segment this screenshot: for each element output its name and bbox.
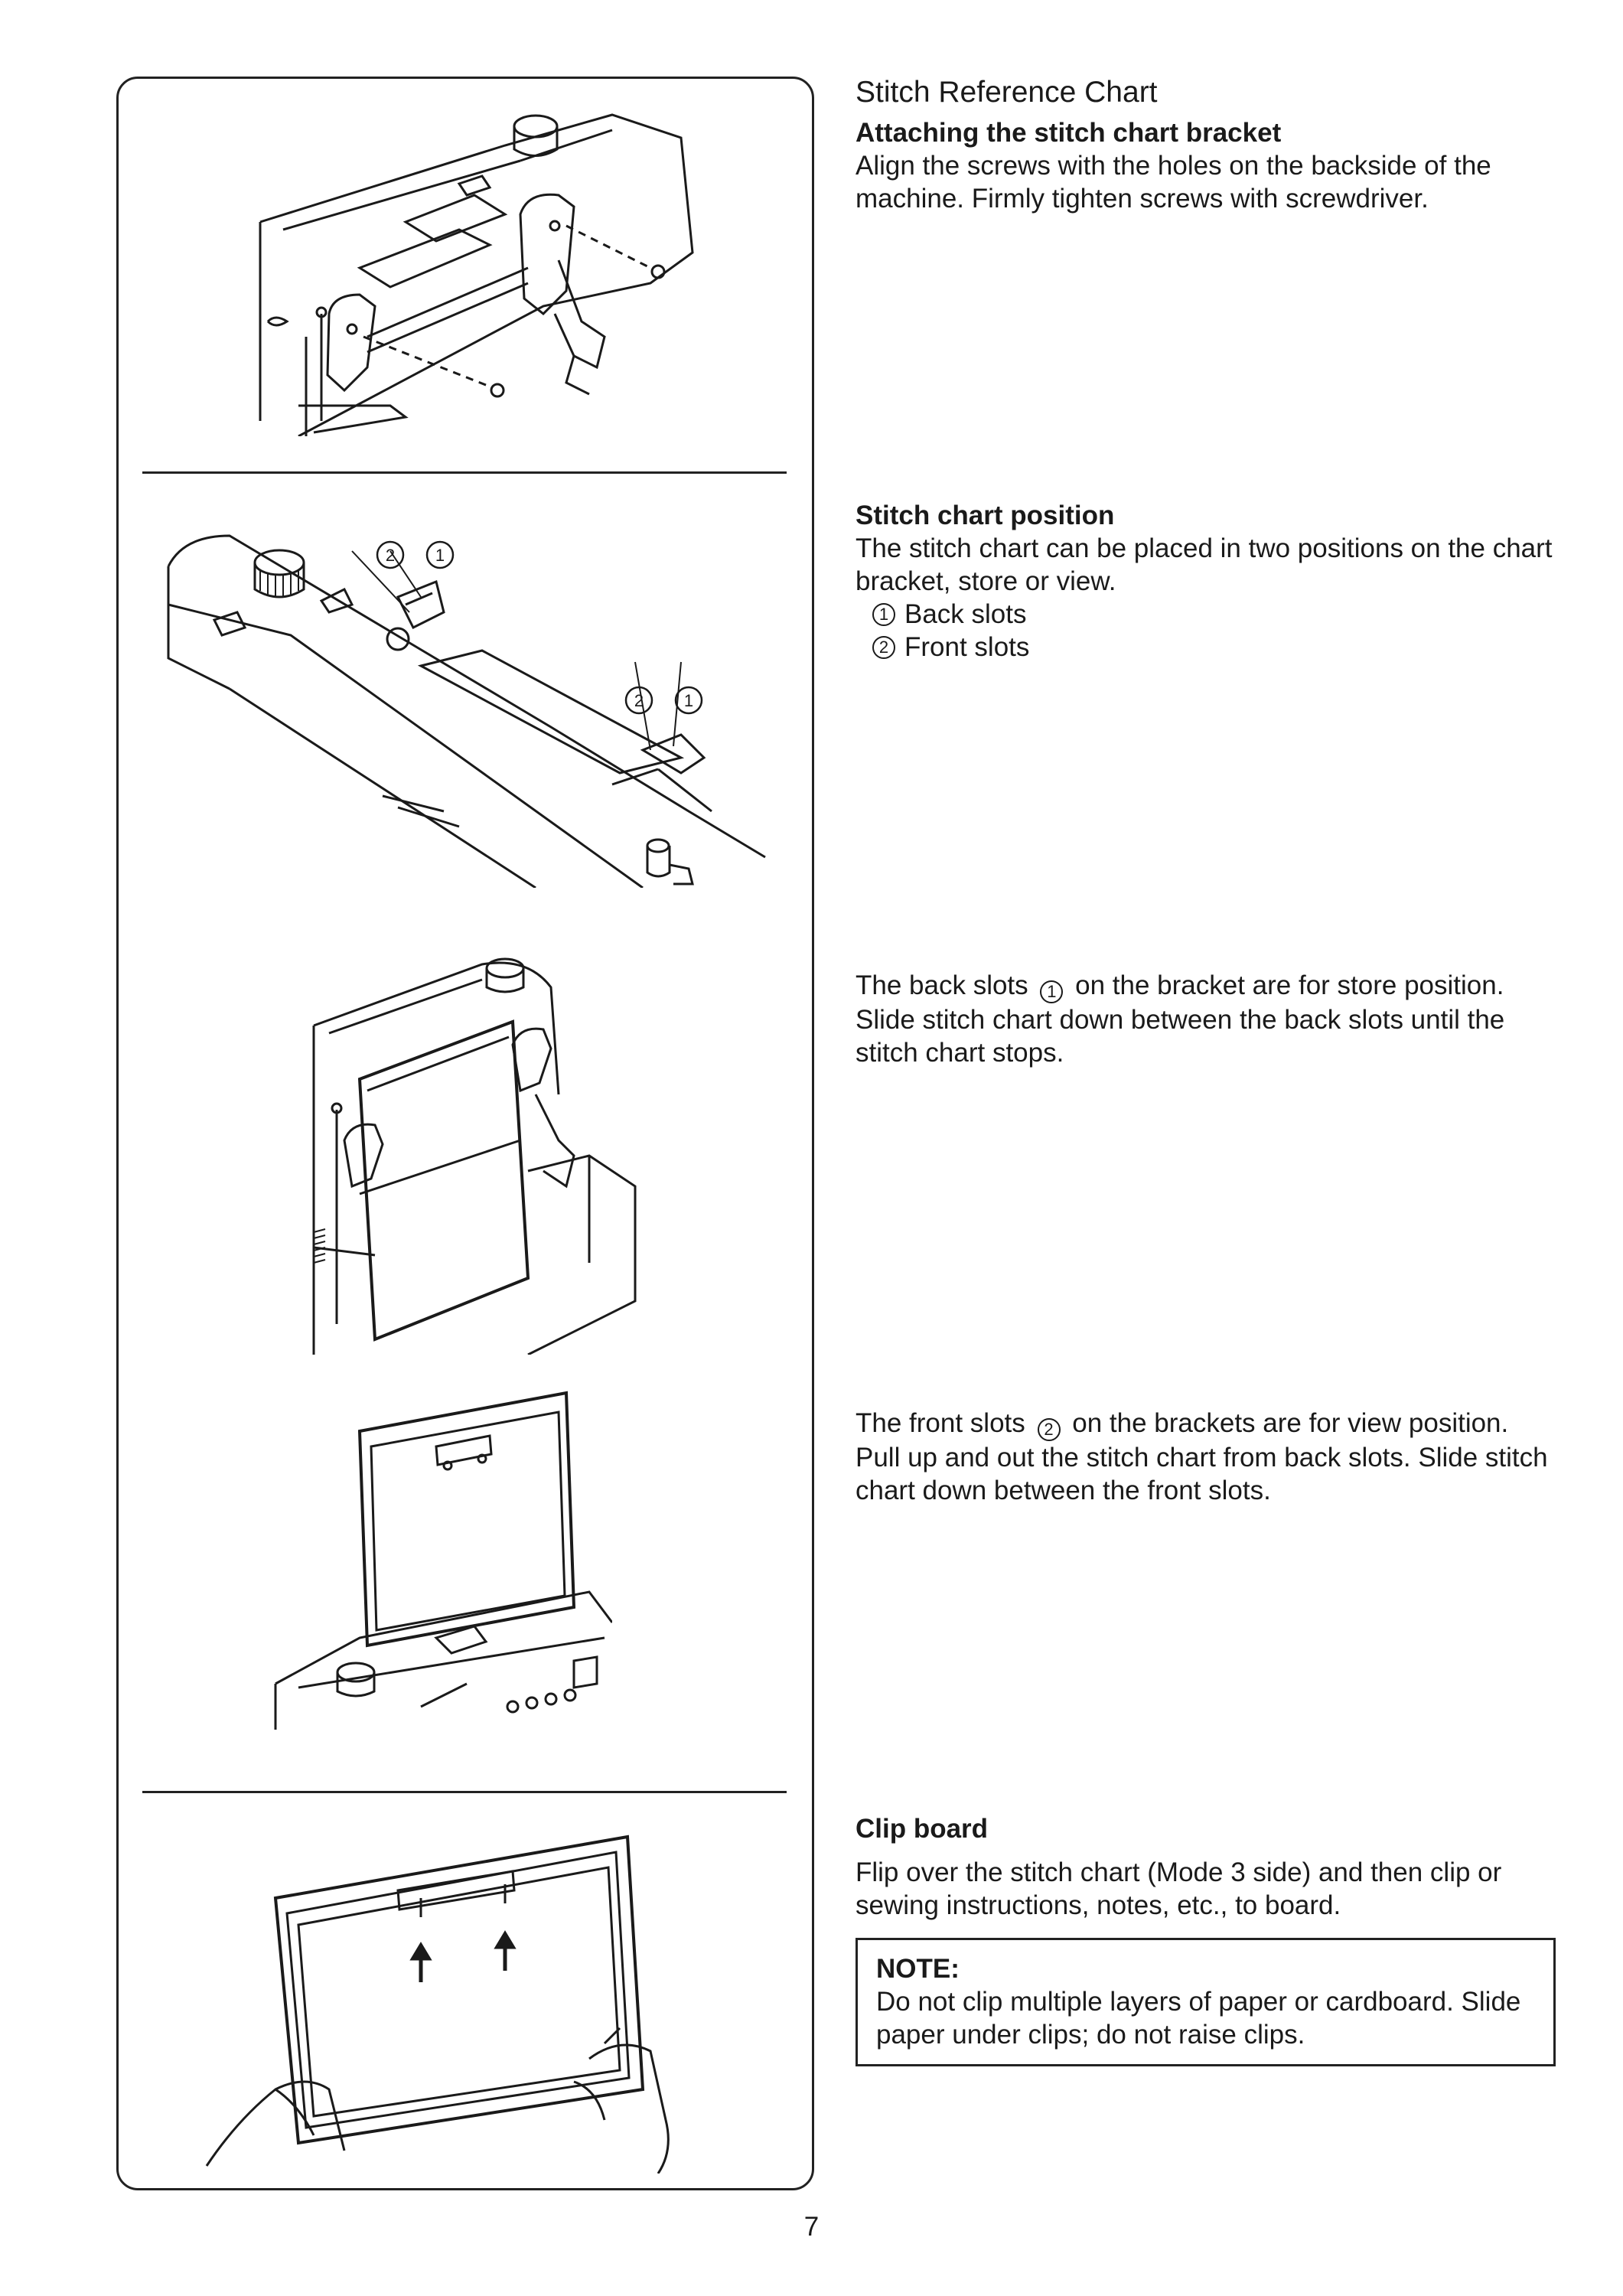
fig2-label-top-right: 1 [435,546,445,565]
illustration-panel [116,77,814,2190]
store-body-pre: The back slots [855,970,1028,1000]
panel-divider-top [142,471,787,474]
list-item-label: Front slots [904,632,1030,662]
callout-number: 1 [1040,980,1064,1003]
fig2-label-bottom-right: 1 [684,691,693,710]
clipboard-body: Flip over the stitch chart (Mode 3 side)… [855,1857,1502,1920]
section-view: The front slots 2 on the brackets are fo… [855,1407,1559,1507]
fig2-label-top-left: 2 [386,546,395,565]
fig2-label-bottom-left: 2 [634,691,644,710]
note-box: NOTE: Do not clip multiple layers of pap… [855,1938,1556,2066]
section-clipboard: Clip board Flip over the stitch chart (M… [855,1812,1559,1922]
view-body-pre: The front slots [855,1408,1025,1438]
figure-store-position [306,941,650,1355]
list-item-back-slots: 1 Back slots [872,598,1559,631]
note-title: NOTE: [876,1954,960,1984]
position-body: The stitch chart can be placed in two po… [855,533,1553,596]
callout-number: 2 [1037,1418,1061,1441]
section-store: The back slots 1 on the bracket are for … [855,969,1559,1069]
figure-attaching-bracket [253,92,712,436]
figure-view-position [268,1378,612,1730]
clipboard-heading: Clip board [855,1814,989,1844]
position-heading: Stitch chart position [855,501,1115,530]
attaching-body: Align the screws with the holes on the b… [855,151,1491,214]
store-body: The back slots 1 on the bracket are for … [855,969,1559,1069]
list-item-front-slots: 2 Front slots [872,631,1559,664]
note-body: Do not clip multiple layers of paper or … [876,1987,1521,2050]
store-body-post: on the bracket are for store position. S… [855,970,1505,1068]
attaching-heading: Attaching the stitch chart bracket [855,118,1282,148]
view-body-post: on the brackets are for view position. P… [855,1408,1548,1505]
panel-divider-bottom [142,1791,787,1793]
figure-clip-board [191,1829,788,2174]
section-position: Stitch chart position The stitch chart c… [855,499,1559,664]
list-item-label: Back slots [904,599,1027,629]
page-number: 7 [803,2212,820,2242]
callout-number: 2 [872,635,895,659]
view-body: The front slots 2 on the brackets are fo… [855,1407,1559,1507]
callout-number: 1 [872,602,895,626]
figure-chart-position: 2 1 2 1 [153,505,788,888]
page-title: Stitch Reference Chart [855,76,1158,109]
section-attaching: Stitch Reference Chart Attaching the sti… [855,75,1559,215]
